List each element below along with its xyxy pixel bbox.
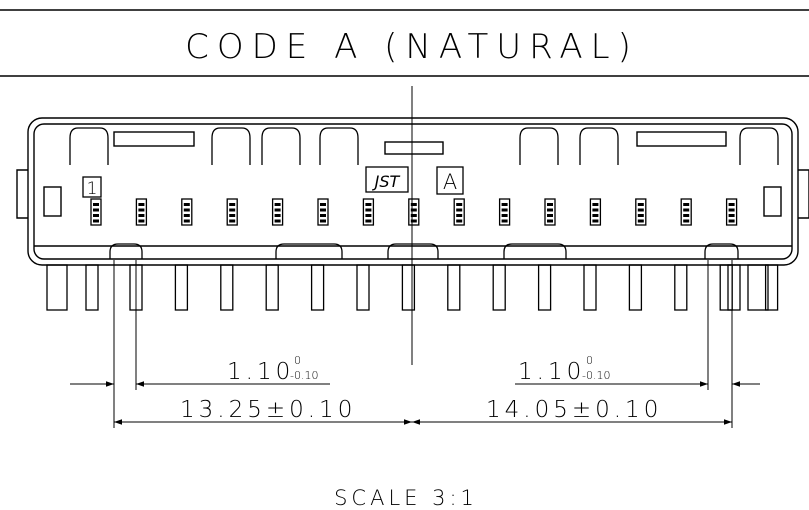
bottom-hump <box>704 243 739 259</box>
lead <box>764 264 779 311</box>
lead <box>310 264 325 311</box>
contact-window <box>271 198 284 226</box>
lead <box>356 264 370 311</box>
left-long-slot <box>113 131 195 147</box>
bottom-hump <box>109 243 143 259</box>
contact-window <box>362 198 375 226</box>
marking-area: 1 JST A <box>82 166 464 199</box>
bottom-hump <box>503 243 567 259</box>
right-latch <box>763 186 782 217</box>
left-pitch-value: 1.10 <box>227 359 294 385</box>
left-overall-label: 13.25±0.10 <box>180 397 356 423</box>
svg-text:1.10: 1.10 <box>518 359 585 385</box>
lead <box>537 264 552 311</box>
lead <box>447 264 461 311</box>
left-pitch-tol-upper: 0 <box>294 354 301 367</box>
left-latch <box>43 186 62 217</box>
title-text: CODE A (NATURAL) <box>185 27 639 67</box>
top-bumps <box>69 127 779 165</box>
title-block: CODE A (NATURAL) <box>0 9 809 77</box>
contact-window <box>408 198 420 226</box>
lead <box>747 264 769 311</box>
contact-window <box>498 198 511 226</box>
contact-window <box>181 198 193 226</box>
top-bump <box>319 127 359 165</box>
lead <box>719 264 733 311</box>
lead <box>492 264 506 311</box>
contact-window <box>544 198 556 226</box>
contact-window <box>680 198 692 226</box>
top-bump <box>69 127 109 165</box>
left-pitch-tol-lower: -0.10 <box>290 369 318 382</box>
lead <box>46 264 68 311</box>
lead <box>628 264 643 311</box>
code-letter: A <box>443 170 457 194</box>
right-long-slot <box>636 131 727 147</box>
pin-one-box <box>82 176 102 198</box>
right-pitch-tol-lower: -0.10 <box>582 369 610 382</box>
lead <box>674 264 688 311</box>
contact-row <box>90 198 738 226</box>
lead <box>401 264 416 311</box>
scale-label: SCALE 3:1 <box>334 486 478 510</box>
code-letter-box <box>436 166 464 195</box>
contact-window <box>90 198 102 226</box>
contact-window <box>589 198 602 226</box>
right-pitch-tol-upper: 0 <box>586 354 593 367</box>
contact-window <box>317 198 329 226</box>
lead <box>220 264 234 311</box>
bottom-hump <box>275 243 343 259</box>
lead <box>265 264 279 311</box>
bottom-humps <box>109 243 739 259</box>
dimension-group <box>70 260 760 428</box>
center-notch <box>384 141 444 155</box>
top-bump <box>519 127 559 165</box>
connector-body <box>16 117 809 266</box>
contact-window <box>135 198 148 226</box>
lead <box>85 264 99 311</box>
right-overall-label: 14.05±0.10 <box>486 397 662 423</box>
svg-text:1.10: 1.10 <box>227 359 294 385</box>
contact-window <box>635 198 647 226</box>
top-bump <box>739 127 779 165</box>
bottom-hump <box>387 243 439 259</box>
contact-window <box>453 198 465 226</box>
contact-window <box>725 198 738 226</box>
lead <box>727 264 741 311</box>
top-bump <box>579 127 619 165</box>
right-pitch-value: 1.10 <box>518 359 585 385</box>
pin-one-label: 1 <box>87 179 98 199</box>
logo-mark: JST <box>372 172 401 191</box>
dimension-labels: 1.10 0 -0.10 1.10 0 -0.10 13.25±0.10 14.… <box>180 354 662 423</box>
contact-window <box>226 198 238 226</box>
top-bump <box>211 127 251 165</box>
lead <box>174 264 189 311</box>
top-bump <box>261 127 301 165</box>
lead <box>583 264 597 311</box>
logo-box <box>365 166 409 193</box>
lead-row <box>46 264 779 311</box>
